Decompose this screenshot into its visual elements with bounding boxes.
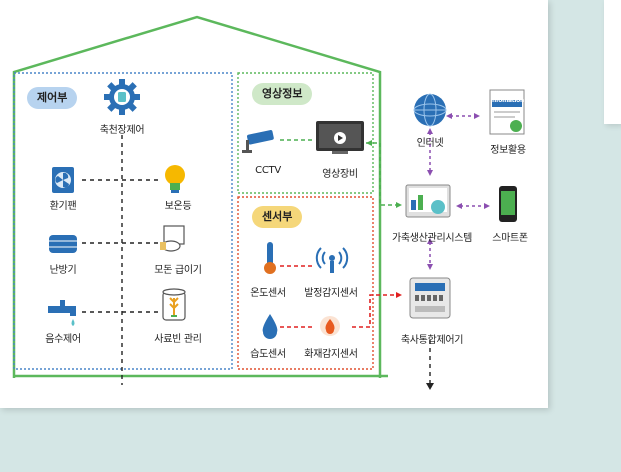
integrated-controller-label: 축사통합제어기 bbox=[400, 335, 464, 346]
video-device-label: 영상장비 bbox=[322, 169, 358, 180]
auto-feeder-icon bbox=[160, 225, 185, 252]
heater-icon bbox=[49, 235, 77, 253]
heating-label: 난방기 bbox=[49, 265, 77, 276]
side-card bbox=[604, 0, 621, 124]
thermometer-icon bbox=[264, 242, 276, 274]
video-section-label: 영상정보 bbox=[252, 83, 313, 105]
feed-bin-icon bbox=[162, 288, 186, 321]
control-links bbox=[82, 135, 431, 385]
info-use-label: 정보활용 bbox=[490, 145, 526, 156]
heat-lamp-label: 보온등 bbox=[164, 201, 192, 212]
sensor-section-label: 센서부 bbox=[252, 206, 303, 228]
livestock-system-label: 가축생산관리시스템 bbox=[391, 233, 473, 244]
smartphone-icon bbox=[499, 186, 517, 222]
water-faucet-icon bbox=[48, 300, 76, 326]
humidity-sensor-label: 습도센서 bbox=[250, 349, 286, 360]
livestock-env-control-label: 축천장제어 bbox=[99, 125, 145, 136]
video-arrow-head bbox=[396, 202, 402, 208]
water-control-label: 음수제어 bbox=[45, 334, 81, 345]
humidity-droplet-icon bbox=[262, 314, 278, 339]
heat-sensor-label: 발정감지센서 bbox=[304, 288, 358, 299]
internet-label: 인터넷 bbox=[416, 138, 444, 149]
control-section-box bbox=[13, 72, 233, 370]
video-section-box bbox=[237, 72, 374, 194]
diagram-card bbox=[0, 0, 548, 408]
control-section-label: 제어부 bbox=[27, 87, 78, 109]
smartphone-label: 스마트폰 bbox=[492, 233, 528, 244]
info-screen-text: Infomation bbox=[490, 97, 524, 104]
heat-sensor-icon bbox=[315, 247, 349, 273]
gear-icon bbox=[104, 79, 140, 115]
bottom-arrow-head bbox=[426, 383, 434, 390]
livestock-system-icon bbox=[405, 184, 451, 218]
heat-lamp-icon bbox=[165, 165, 185, 193]
arrow-heads bbox=[427, 113, 490, 270]
information-document-icon bbox=[489, 89, 525, 135]
cctv-icon bbox=[242, 130, 274, 153]
fire-sensor-icon bbox=[320, 316, 340, 336]
integrated-controller-icon bbox=[409, 277, 451, 319]
video-links bbox=[280, 139, 398, 206]
video-arrow-head-2 bbox=[366, 140, 372, 146]
feed-bin-label: 사료빈 관리 bbox=[154, 334, 202, 345]
internet-globe-icon bbox=[413, 93, 447, 127]
fire-sensor-label: 화재감지센서 bbox=[304, 349, 358, 360]
sensor-links bbox=[280, 265, 398, 328]
sensor-section-box bbox=[237, 196, 374, 370]
sensor-arrow-head bbox=[396, 292, 402, 298]
video-monitor-icon bbox=[316, 121, 364, 154]
cctv-label: CCTV bbox=[255, 165, 281, 176]
network-links bbox=[429, 115, 486, 266]
ventilation-fan-label: 환기팬 bbox=[49, 201, 77, 212]
temp-sensor-label: 온도센서 bbox=[250, 288, 286, 299]
auto-feeder-label: 모돈 급이기 bbox=[154, 265, 202, 276]
ventilation-fan-icon bbox=[52, 167, 74, 193]
